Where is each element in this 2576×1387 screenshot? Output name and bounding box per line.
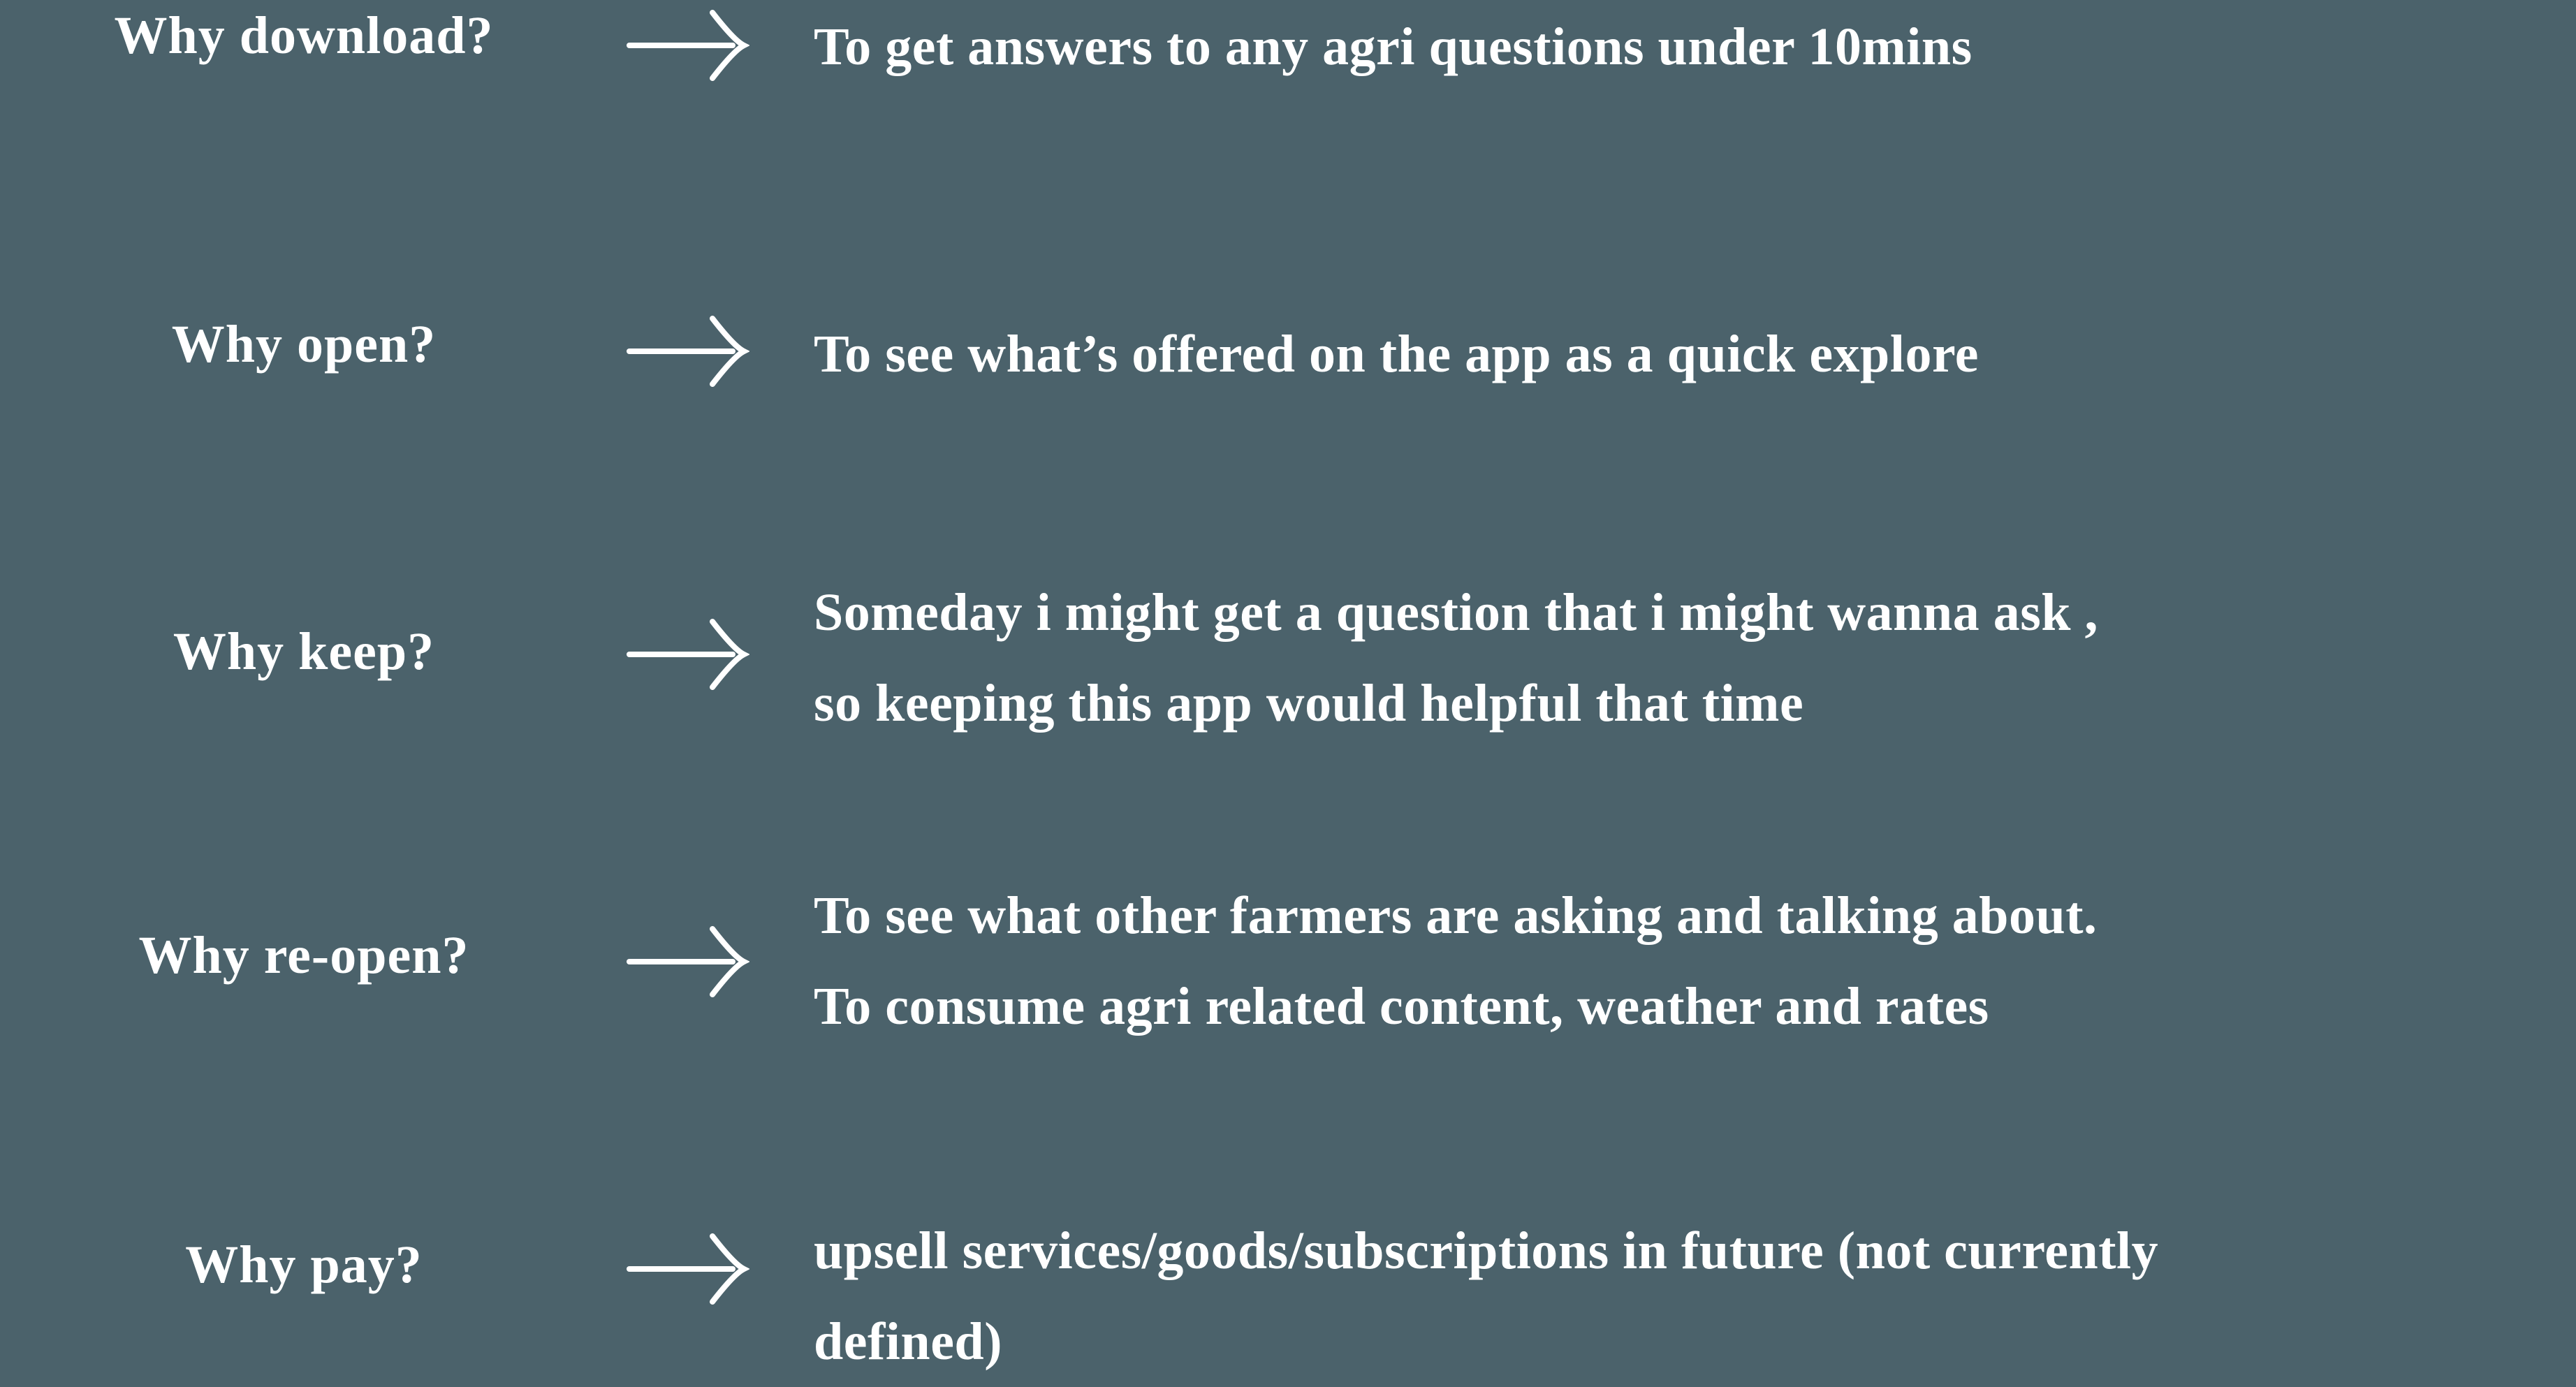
answer-why-download: To get answers to any agri questions und… <box>814 1 2546 92</box>
question-why-download: Why download? <box>114 6 494 65</box>
right-arrow-icon <box>624 923 749 1000</box>
right-arrow-icon <box>624 7 749 84</box>
answer-line: To get answers to any agri questions und… <box>814 17 1973 76</box>
answer-why-keep: Someday i might get a question that i mi… <box>814 567 2546 749</box>
right-arrow-icon <box>624 616 749 693</box>
answer-line: To consume agri related content, weather… <box>814 977 1989 1036</box>
question-why-open: Why open? <box>171 315 437 374</box>
right-arrow-icon <box>624 313 749 390</box>
answer-why-pay: upsell services/goods/subscriptions in f… <box>814 1205 2546 1387</box>
answer-line: so keeping this app would helpful that t… <box>814 674 1804 733</box>
answer-why-open: To see what’s offered on the app as a qu… <box>814 309 2546 399</box>
answer-line: defined) <box>814 1312 1002 1371</box>
answer-line: upsell services/goods/subscriptions in f… <box>814 1221 2159 1280</box>
answer-why-re-open: To see what other farmers are asking and… <box>814 870 2546 1052</box>
answer-line: To see what other farmers are asking and… <box>814 886 2098 945</box>
answer-line: Someday i might get a question that i mi… <box>814 583 2099 642</box>
question-why-re-open: Why re-open? <box>138 926 469 985</box>
question-why-pay: Why pay? <box>185 1235 423 1294</box>
question-why-keep: Why keep? <box>173 622 435 681</box>
right-arrow-icon <box>624 1231 749 1307</box>
answer-line: To see what’s offered on the app as a qu… <box>814 325 1979 383</box>
